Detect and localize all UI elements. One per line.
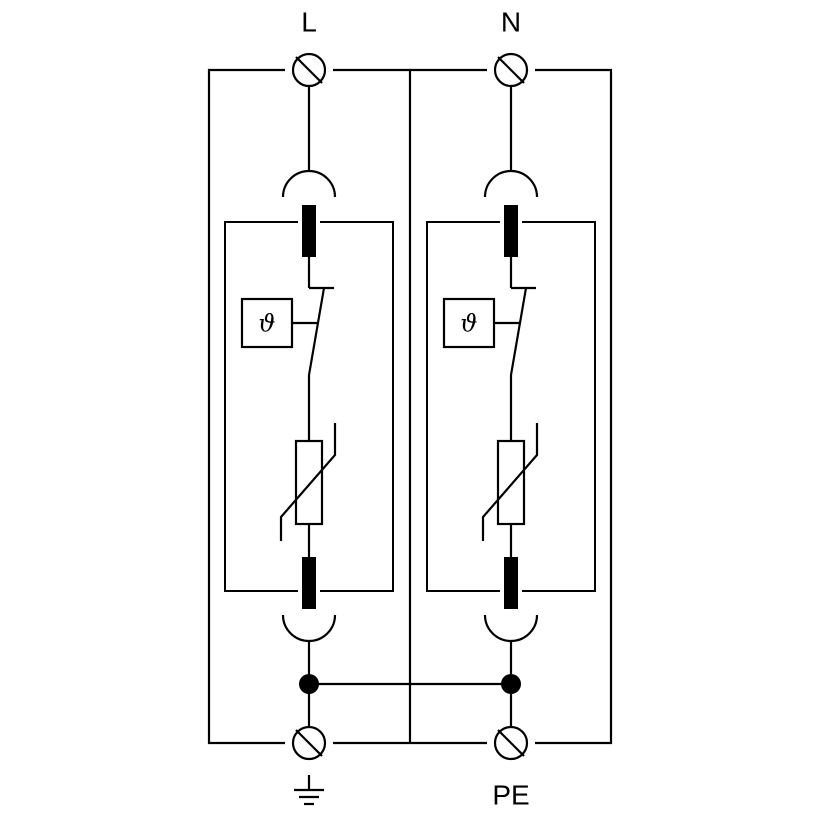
contact-bottom-N xyxy=(504,557,518,609)
contact-bottom-L xyxy=(302,557,316,609)
varistor-N xyxy=(496,439,526,526)
plug-contact-top-L xyxy=(281,169,337,198)
terminal-N xyxy=(493,52,529,88)
cross-connection xyxy=(299,674,521,694)
label-PE: PE xyxy=(492,779,529,810)
junction-dot-right xyxy=(501,674,521,694)
varistor-curve-L xyxy=(279,423,337,541)
plug-contact-bottom-N xyxy=(483,614,539,643)
outer-enclosure xyxy=(207,68,613,745)
terminal-PE xyxy=(493,725,529,761)
label-L: L xyxy=(301,6,317,37)
junction-dot-left xyxy=(299,674,319,694)
module-L: ϑ xyxy=(224,86,394,727)
plug-contact-bottom-L xyxy=(281,614,337,643)
contact-top-N xyxy=(504,205,518,257)
varistor-L xyxy=(294,439,324,526)
thermal-disconnector-N xyxy=(509,287,528,376)
plug-contact-top-N xyxy=(483,169,539,198)
label-N: N xyxy=(501,6,521,37)
contact-top-L xyxy=(302,205,316,257)
module-frame-N-right xyxy=(522,221,596,592)
thermal-box-N xyxy=(442,297,496,349)
thermal-box-L xyxy=(240,297,294,349)
thermal-symbol-L: ϑ xyxy=(258,310,275,338)
terminal-ground xyxy=(291,725,327,761)
module-frame-L-left xyxy=(224,221,298,592)
module-N: ϑ xyxy=(426,86,596,727)
module-frame-N-left xyxy=(426,221,500,592)
thermal-symbol-N: ϑ xyxy=(460,310,477,338)
thermal-disconnector-L xyxy=(307,287,326,376)
earth-ground-icon xyxy=(294,775,324,806)
varistor-curve-N xyxy=(481,423,539,541)
module-frame-L-right xyxy=(320,221,394,592)
terminal-L xyxy=(291,52,327,88)
